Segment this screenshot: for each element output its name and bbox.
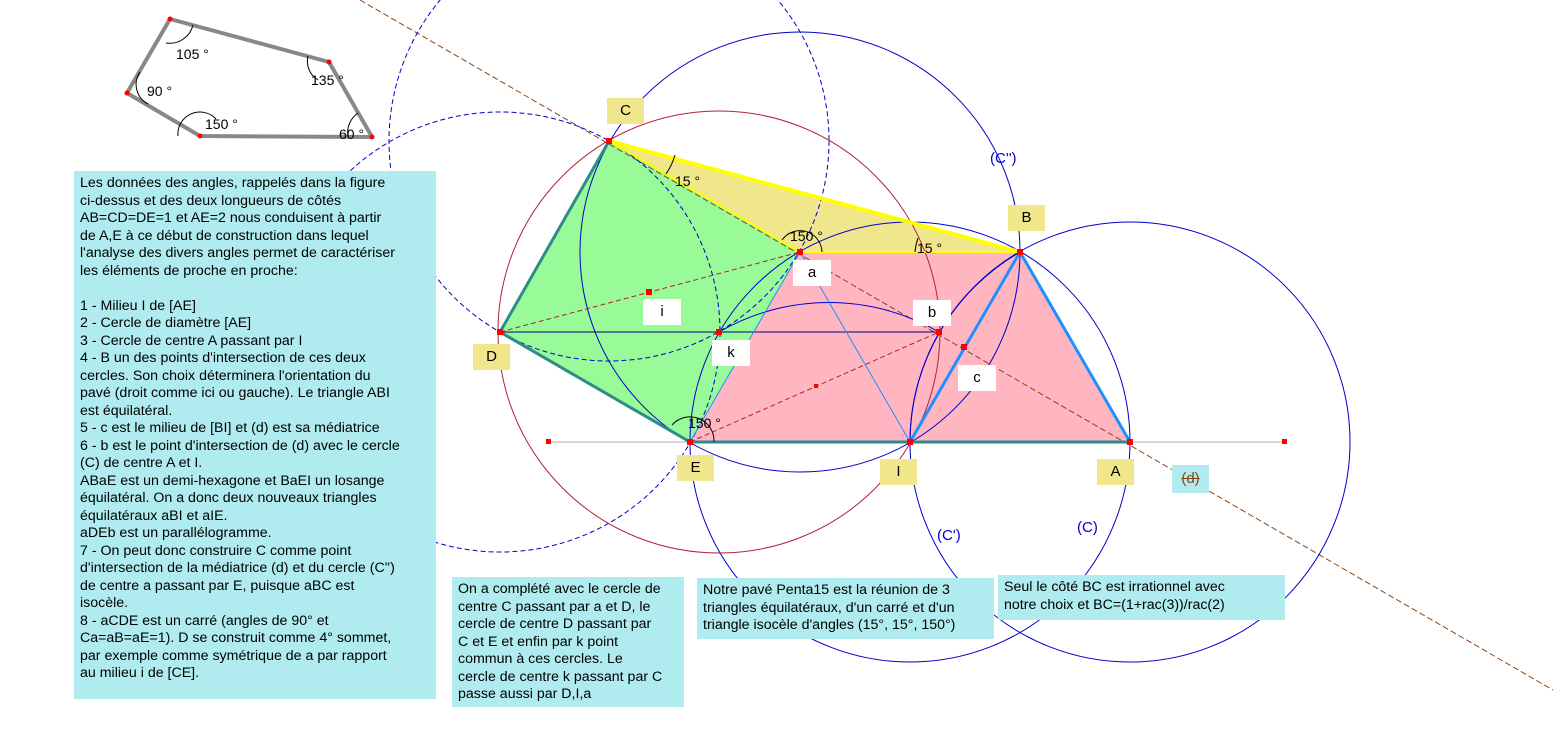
- edge-CB: [608, 139, 1021, 254]
- bc-box: Seul le côté BC est irrationnel avec not…: [998, 575, 1285, 620]
- label-D: D: [473, 344, 510, 370]
- penta-box: Notre pavé Penta15 est la réunion de 3 t…: [697, 578, 994, 639]
- edge-AB: [1018, 251, 1132, 443]
- circle-center-C: [388, 0, 830, 362]
- ref-angle-135: 135 °: [311, 72, 344, 88]
- label-circle-Cprime: (C'): [937, 527, 961, 544]
- construction-points: [497, 138, 1287, 445]
- line-d: [359, 0, 1553, 691]
- label-line-d: (d): [1172, 465, 1209, 493]
- label-E: E: [677, 455, 714, 481]
- completion-box: On a complété avec le cercle de centre C…: [452, 577, 684, 707]
- edge-DE: [499, 330, 691, 444]
- ref-angle-90: 90 °: [147, 83, 173, 99]
- reference-pentagon-vertices: [124, 16, 375, 140]
- angle-E-150: 150 °: [688, 415, 721, 431]
- pink-region: [690, 252, 1130, 442]
- label-circle-C: (C): [1077, 519, 1098, 536]
- explanation-box: Les données des angles, rappelés dans la…: [74, 171, 436, 699]
- ref-angle-150: 150 °: [205, 116, 238, 132]
- edge-CD: [498, 140, 611, 333]
- label-I: I: [880, 459, 917, 485]
- reference-angle-arcs: [135, 24, 359, 138]
- angle-arcs: [665, 154, 919, 443]
- label-k: k: [712, 340, 750, 366]
- label-C: C: [607, 98, 644, 124]
- line-Ca: [608, 140, 801, 253]
- angle-B-15: 15 °: [917, 240, 943, 256]
- label-A: A: [1097, 459, 1134, 485]
- angle-C-15: 15 °: [675, 173, 701, 189]
- label-c: c: [958, 365, 996, 391]
- ref-angle-105: 105 °: [176, 46, 209, 62]
- label-i: i: [643, 299, 681, 325]
- label-b: b: [913, 300, 951, 326]
- label-B: B: [1008, 205, 1045, 231]
- label-a: a: [793, 260, 831, 286]
- angle-a-150: 150 °: [790, 228, 823, 244]
- reference-pentagon: [125, 17, 374, 139]
- ref-angle-60: 60 °: [339, 126, 365, 142]
- label-circle-Csecond: (C''): [990, 150, 1017, 167]
